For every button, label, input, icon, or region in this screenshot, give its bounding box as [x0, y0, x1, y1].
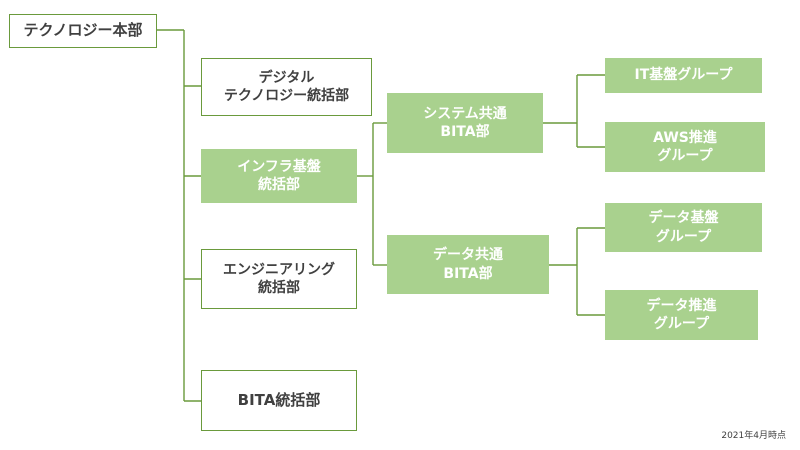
division-digital-technology: デジタル テクノロジー統括部	[201, 58, 372, 116]
as-of-date-note: 2021年4月時点	[721, 431, 786, 441]
division-bita: BITA統括部	[201, 370, 357, 431]
group-aws-promotion: AWS推進 グループ	[605, 122, 765, 172]
division-infrastructure: インフラ基盤 統括部	[201, 149, 357, 203]
root-node-technology-hq: テクノロジー本部	[9, 14, 157, 48]
department-system-common-bita: システム共通 BITA部	[387, 93, 543, 153]
group-data-promotion: データ推進 グループ	[605, 290, 758, 340]
group-data-platform: データ基盤 グループ	[605, 203, 762, 252]
department-data-common-bita: データ共通 BITA部	[387, 235, 549, 294]
division-engineering: エンジニアリング 統括部	[201, 249, 357, 309]
group-it-platform: IT基盤グループ	[605, 58, 762, 93]
